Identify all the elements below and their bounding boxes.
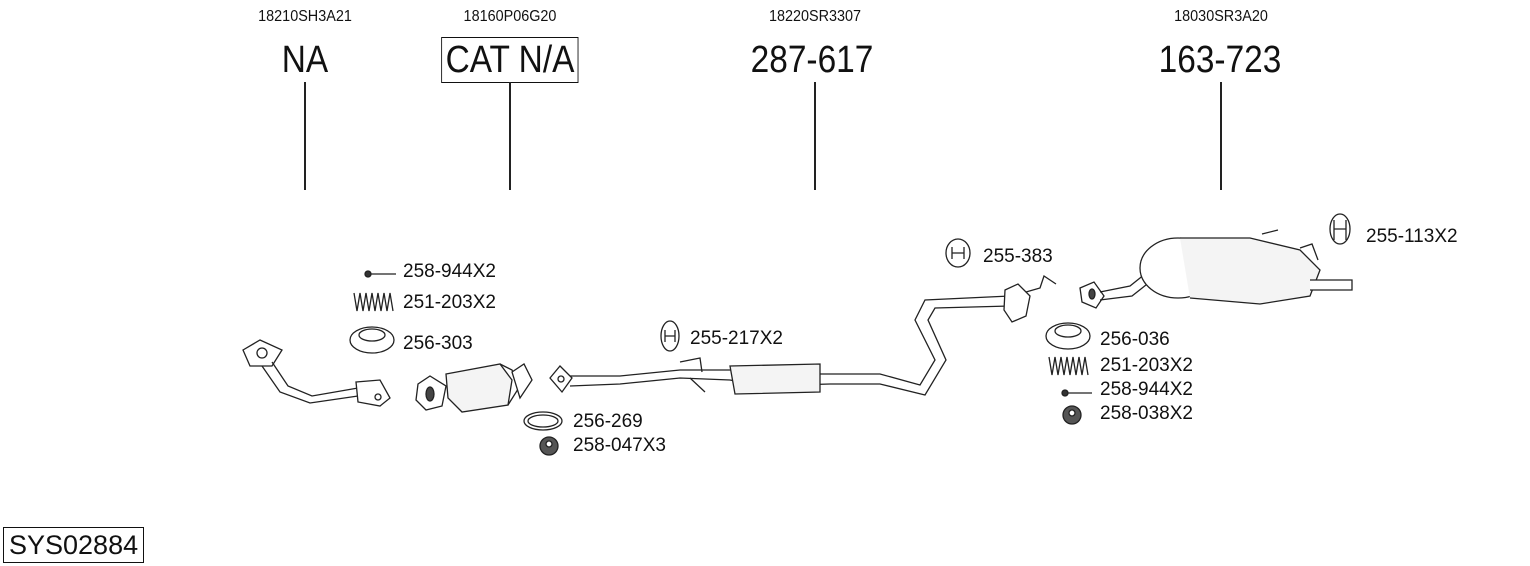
leader-line <box>1220 82 1222 190</box>
accessory-label[interactable]: 258-944X2 <box>1100 379 1193 400</box>
accessory-label[interactable]: 251-203X2 <box>1100 355 1193 376</box>
oem-code-middle-pipe: 18220SR3307 <box>768 8 862 25</box>
nut-icon <box>1062 405 1082 425</box>
accessory-label[interactable]: 255-217X2 <box>690 328 783 349</box>
accessory-label[interactable]: 258-038X2 <box>1100 403 1193 424</box>
leader-line <box>814 82 816 190</box>
catalyst-drawing <box>415 363 533 413</box>
part-number-rear-silencer[interactable]: 163-723 <box>1158 39 1282 81</box>
part-number-catalyst[interactable]: CAT N/A <box>441 37 579 83</box>
sealing-ring-icon <box>1045 322 1091 350</box>
accessory-label[interactable]: 255-113X2 <box>1366 226 1458 247</box>
accessory-label[interactable]: 258-944X2 <box>403 261 496 282</box>
nut-icon <box>539 436 559 456</box>
middle-pipe-drawing <box>549 274 1057 396</box>
bolt-icon <box>364 270 396 278</box>
rubber-hanger-icon <box>1329 213 1351 245</box>
rear-silencer-drawing <box>1079 229 1353 309</box>
leader-line <box>304 82 306 190</box>
bolt-icon <box>1061 389 1092 397</box>
accessory-label[interactable]: 256-269 <box>573 411 643 432</box>
part-number-front-pipe[interactable]: NA <box>281 39 329 81</box>
part-number-middle-pipe[interactable]: 287-617 <box>750 39 874 81</box>
rubber-hanger-icon <box>945 238 971 268</box>
sealing-ring-icon <box>349 326 395 354</box>
spring-icon <box>353 292 394 312</box>
rubber-hanger-icon <box>660 320 680 352</box>
gasket-icon <box>523 411 563 431</box>
oem-code-catalyst: 18160P06G20 <box>463 8 557 25</box>
leader-line <box>509 82 511 190</box>
accessory-label[interactable]: 255-383 <box>983 246 1053 267</box>
spring-icon <box>1048 356 1089 376</box>
accessory-label[interactable]: 251-203X2 <box>403 292 496 313</box>
accessory-label[interactable]: 256-303 <box>403 333 473 354</box>
oem-code-front-pipe: 18210SH3A21 <box>258 8 352 25</box>
system-id: SYS02884 <box>3 527 145 563</box>
oem-code-rear-silencer: 18030SR3A20 <box>1174 8 1268 25</box>
accessory-label[interactable]: 258-047X3 <box>573 435 666 456</box>
accessory-label[interactable]: 256-036 <box>1100 329 1170 350</box>
front-pipe-drawing <box>242 339 391 407</box>
